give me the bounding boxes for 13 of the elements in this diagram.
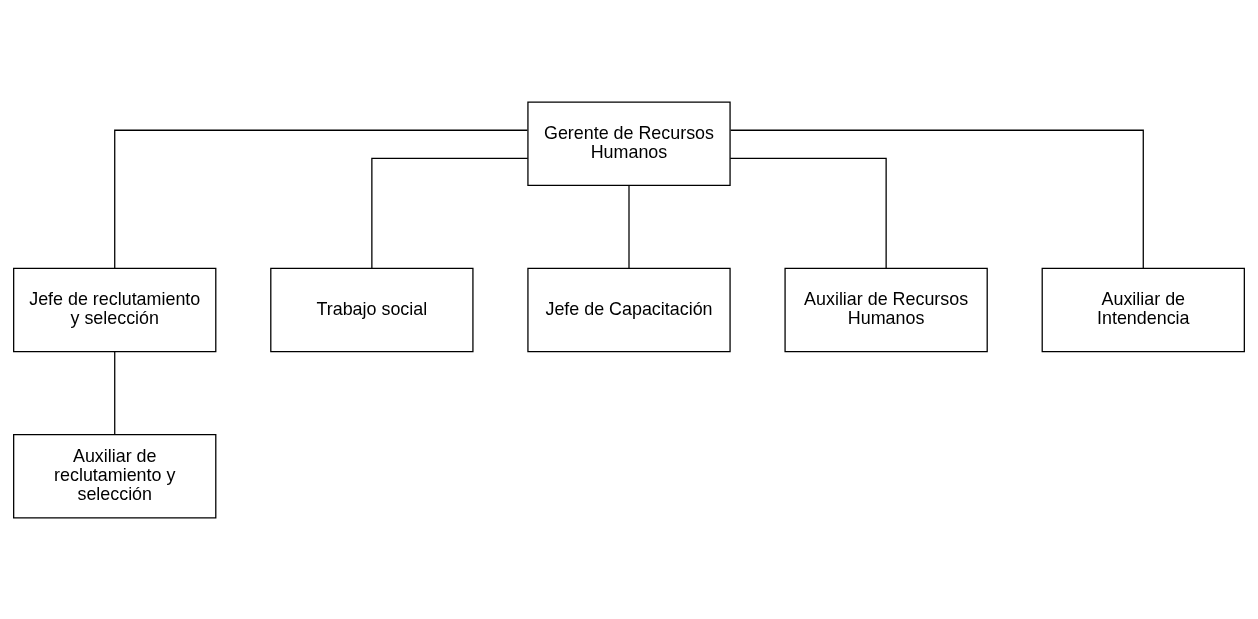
- node-box: Gerente de Recursos Humanos: [527, 101, 731, 186]
- node-box: Trabajo social: [270, 267, 474, 352]
- node-box: Auxiliar de Recursos Humanos: [784, 267, 988, 352]
- node-box: Auxiliar de Intendencia: [1041, 267, 1245, 352]
- node-box: Jefe de Capacitación: [527, 267, 731, 352]
- connector: [371, 157, 529, 269]
- connector: [114, 129, 529, 269]
- connector: [114, 350, 116, 435]
- connector: [729, 157, 887, 269]
- node-box: Jefe de reclutamiento y selección: [13, 267, 217, 352]
- node-box: Auxiliar de reclutamiento y selección: [13, 433, 217, 518]
- connector: [628, 184, 630, 269]
- connector: [729, 129, 1144, 269]
